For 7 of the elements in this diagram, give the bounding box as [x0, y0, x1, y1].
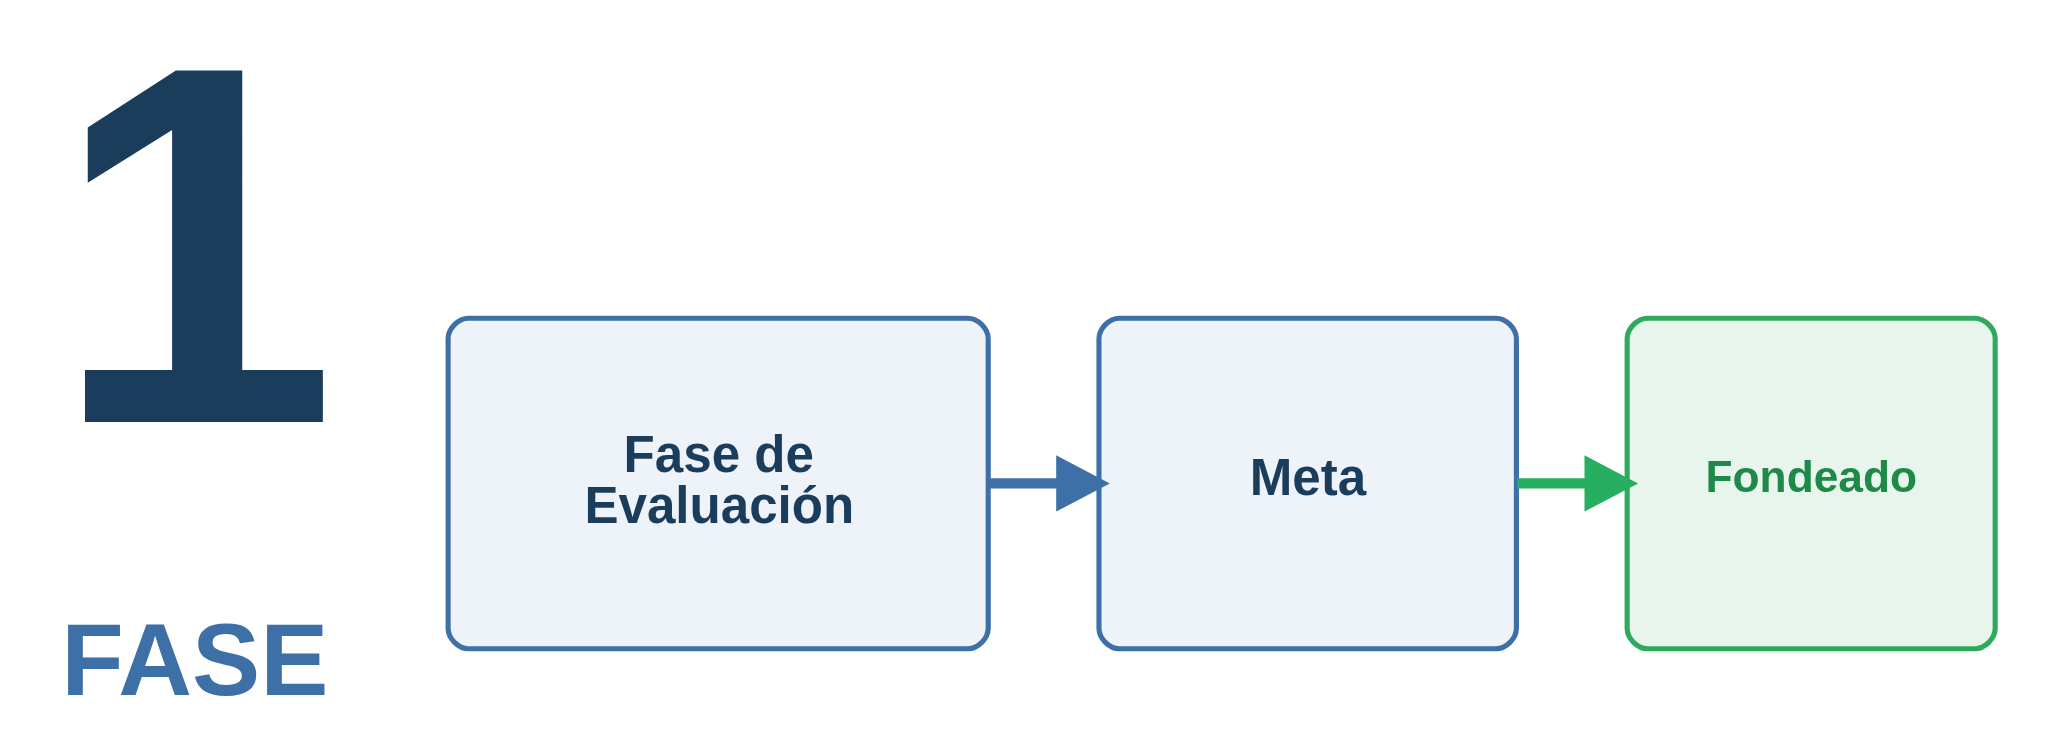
node-box: Fondeado — [1624, 315, 1998, 652]
node-box: Meta — [1096, 315, 1519, 652]
arrow — [988, 455, 1110, 512]
arrow — [1517, 455, 1639, 512]
node-box: Fase de Evaluación — [445, 315, 991, 652]
label: 1 — [52, 0, 338, 531]
label: FASE — [61, 601, 329, 717]
